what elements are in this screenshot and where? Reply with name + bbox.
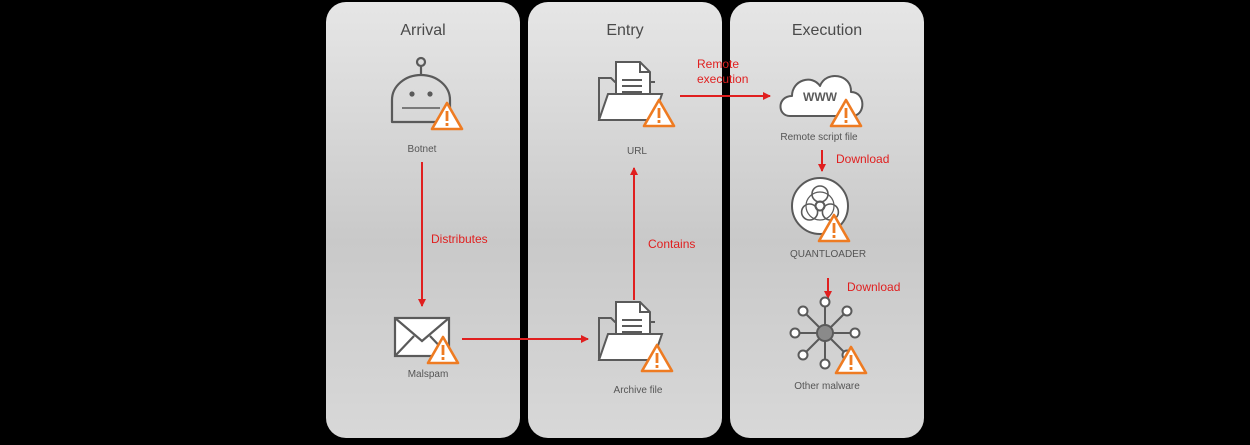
edge-label-download-1: Download <box>836 152 890 166</box>
archive-folder-document-icon <box>597 301 664 361</box>
panel-title-entry: Entry <box>606 22 644 39</box>
node-label-botnet: Botnet <box>407 144 437 155</box>
edge-label-distributes: Distributes <box>431 232 488 246</box>
node-label-quantloader: QUANTLOADER <box>789 249 867 260</box>
edge-label-remote-line1: Remote <box>697 57 740 71</box>
edge-label-contains: Contains <box>648 237 696 251</box>
panel-title-execution: Execution <box>791 22 863 39</box>
edge-label-download-2: Download <box>847 280 901 294</box>
node-label-malspam: Malspam <box>407 369 449 380</box>
panel-title-arrival: Arrival <box>400 22 446 39</box>
warning-triangle-icon <box>834 345 868 375</box>
robot-icon <box>390 56 452 124</box>
edge-label-remote-line2: execution <box>697 72 749 86</box>
warning-triangle-icon <box>430 101 464 131</box>
network-hub-icon <box>789 296 861 370</box>
node-label-other-malware: Other malware <box>794 381 860 392</box>
node-label-url: URL <box>626 146 647 157</box>
svg-text:WWW: WWW <box>803 90 838 104</box>
url-folder-document-icon <box>597 61 664 121</box>
node-label-remote-script: Remote script file <box>780 132 858 143</box>
node-label-archive: Archive file <box>613 385 663 396</box>
